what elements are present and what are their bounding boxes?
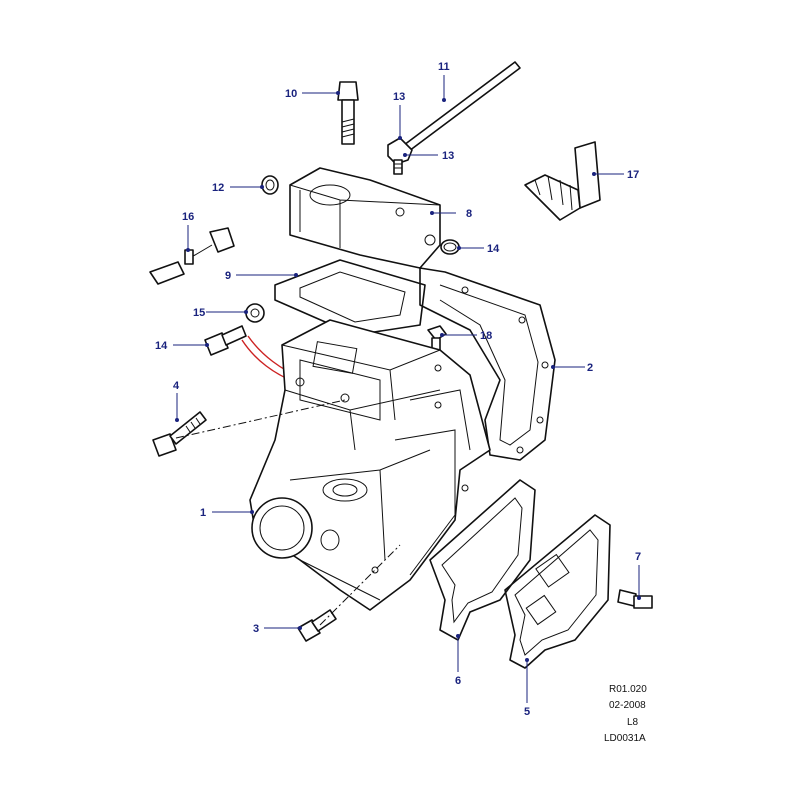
callout-3: 3: [253, 623, 259, 635]
callout-11: 11: [438, 61, 450, 73]
callout-10: 10: [285, 88, 297, 100]
ref-model: L8: [627, 717, 639, 728]
part-5-gasket: [504, 514, 611, 669]
assembly-axis-lines: [175, 399, 401, 626]
part-9-gasket: [274, 259, 426, 336]
callout-5: 5: [524, 706, 530, 718]
part-16-washer: [245, 303, 265, 323]
callout-16: 15: [193, 307, 205, 319]
part-3-bolt: [297, 609, 337, 642]
callout-8: 8: [466, 208, 472, 220]
callout-6: 6: [455, 675, 461, 687]
part-11-rod: [399, 61, 521, 155]
callout-19: 18: [480, 330, 492, 342]
reference-block: R01.020 02-2008 L8 LD0031A: [604, 684, 647, 744]
callout-13-upper: 13: [393, 91, 405, 103]
part-6-gasket: [429, 479, 536, 641]
callout-9: 9: [225, 270, 231, 282]
part-18-clip: [524, 141, 601, 221]
part-4-bolt: [152, 411, 207, 457]
callout-13-lower: 13: [442, 150, 454, 162]
part-15-bolt: [204, 325, 247, 356]
ref-section: R01.020: [609, 684, 647, 695]
part-7-bolt: [617, 589, 653, 609]
part-8-cover: [289, 167, 441, 269]
callout-12: 12: [212, 182, 224, 194]
part-12-seal: [261, 175, 279, 195]
callout-17: 16: [182, 211, 194, 223]
callout-15: 14: [155, 340, 168, 352]
callout-2: 2: [587, 362, 593, 374]
callout-7: 7: [635, 551, 641, 563]
leader-lines: [173, 75, 641, 703]
callout-4: 4: [173, 380, 180, 392]
callout-1: 1: [200, 507, 206, 519]
part-10-bolt: [337, 81, 359, 145]
callout-18: 17: [627, 169, 639, 181]
callout-14: 14: [487, 243, 500, 255]
part-14-oring: [440, 239, 460, 255]
ref-date: 02-2008: [609, 700, 646, 711]
part-2-gasket: [419, 267, 556, 461]
part-13-joint: [387, 137, 413, 175]
ref-drawing-number: LD0031A: [604, 733, 646, 744]
callout-labels: 10 11 13 13 12 17 8 16 14 9 15 18 14 2 4…: [155, 61, 641, 718]
part-1-housing: [249, 319, 491, 611]
part-17-sensor: [149, 227, 235, 285]
